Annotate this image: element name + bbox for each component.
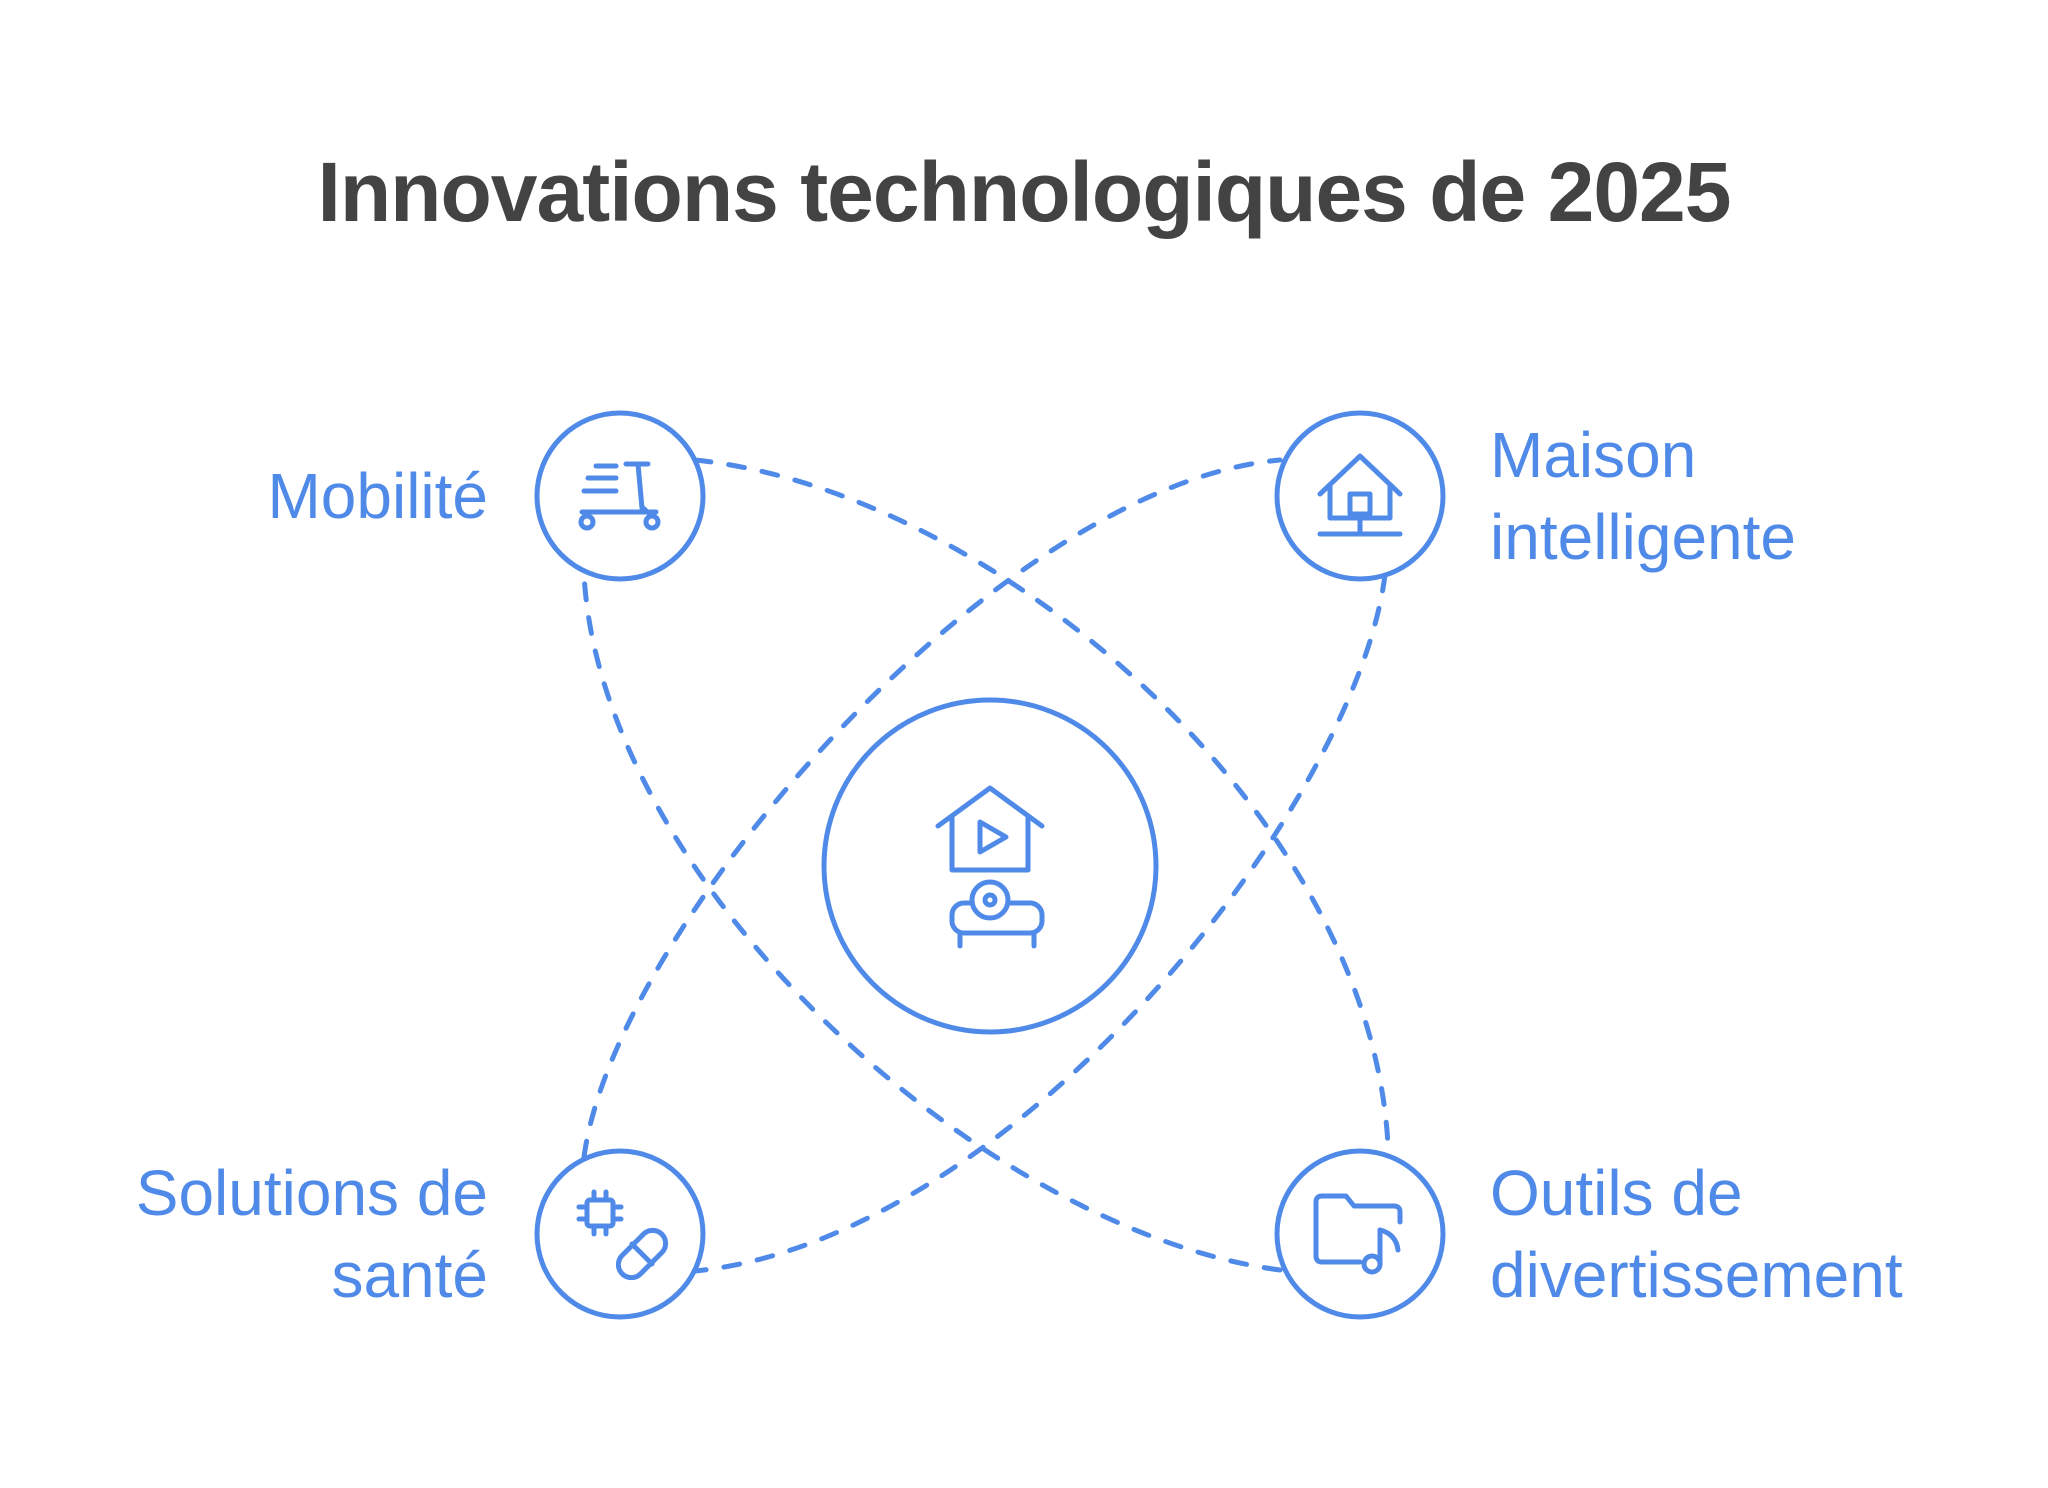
label-mobilite-line-1: Mobilité (267, 460, 488, 532)
house-icon (1317, 453, 1403, 537)
label-sante-line-2: santé (331, 1239, 488, 1311)
music-folder-icon (1313, 1193, 1403, 1275)
smart-home-entertainment-icon (935, 785, 1045, 949)
label-sante-line-1: Solutions de (135, 1157, 488, 1229)
connector-divertissement-mobilite (581, 571, 1283, 1273)
connector-lines (581, 457, 1391, 1274)
connector-maison-sante (692, 572, 1388, 1274)
label-divertissement-line-1: Outils de (1490, 1157, 1743, 1229)
scooter-icon (578, 461, 661, 531)
label-maison-line-1: Maison (1490, 419, 1697, 491)
label-divertissement-line-2: divertissement (1490, 1239, 1903, 1311)
connector-sante-maison (581, 457, 1283, 1160)
label-maison-line-2: intelligente (1490, 501, 1796, 573)
label-maison: Maison intelligente (1490, 414, 1796, 578)
node-circle-sante[interactable] (534, 1148, 706, 1320)
connector-mobilite-divertissement (692, 457, 1391, 1148)
diagram-title: Innovations technologiques de 2025 (317, 145, 1732, 239)
center-circle (821, 697, 1159, 1035)
label-mobilite: Mobilité (267, 455, 488, 537)
node-circle-divertissement[interactable] (1274, 1148, 1446, 1320)
chip-pill-icon (576, 1189, 669, 1281)
label-sante: Solutions de santé (136, 1152, 488, 1316)
node-circle-mobilite[interactable] (534, 410, 706, 582)
label-divertissement: Outils de divertissement (1490, 1152, 1903, 1316)
